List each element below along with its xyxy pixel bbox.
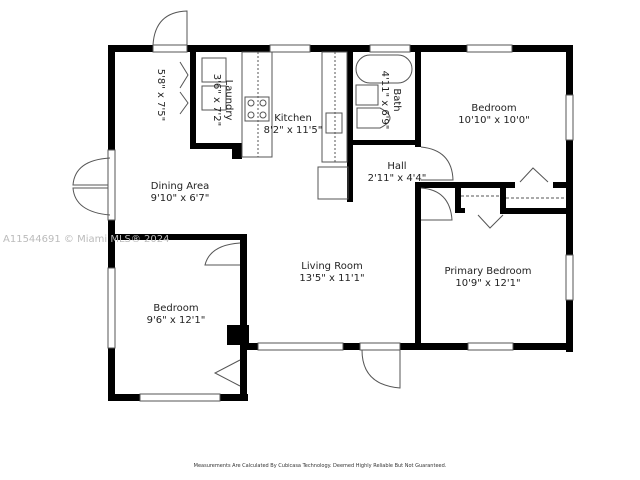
room-bedroom-sw: Bedroom 9'6" x 12'1" bbox=[147, 303, 206, 327]
room-hall: Hall 2'11" x 4'4" bbox=[368, 161, 427, 185]
window-east-2 bbox=[565, 254, 574, 301]
window-living-south bbox=[257, 342, 344, 351]
room-dims: 9'10" x 6'7" bbox=[150, 193, 210, 204]
window-bedroom-ne bbox=[466, 44, 513, 53]
room-dims: 8'2" x 11'5" bbox=[263, 125, 323, 136]
door-dining-west bbox=[107, 149, 116, 221]
room-name: Bath bbox=[391, 88, 402, 112]
window-sw-west bbox=[107, 267, 116, 349]
wall-right bbox=[566, 45, 573, 352]
room-dims: 3'6" x 7'2" bbox=[211, 73, 222, 127]
room-name: Living Room bbox=[301, 261, 363, 272]
wall-top bbox=[108, 45, 573, 52]
door-swing-front bbox=[361, 349, 401, 389]
room-dims: 4'11" x 6'9" bbox=[379, 70, 390, 130]
room-bath: Bath 4'11" x 6'9" bbox=[378, 71, 402, 130]
window-kitchen bbox=[269, 44, 311, 53]
room-bedroom-ne: Bedroom 10'10" x 10'0" bbox=[458, 103, 530, 127]
door-front bbox=[359, 342, 401, 351]
measurement-disclaimer: Measurements Are Calculated By Cubicasa … bbox=[193, 463, 447, 469]
room-name: Bedroom bbox=[153, 303, 199, 314]
room-closet: 5'8" x 7'5" bbox=[154, 69, 166, 121]
room-dining: Dining Area 9'10" x 6'7" bbox=[151, 181, 210, 205]
room-dims: 9'6" x 12'1" bbox=[146, 315, 206, 326]
mls-watermark: A11544691 © Miami MLS® 2024 bbox=[3, 234, 170, 245]
window-east-1 bbox=[565, 94, 574, 141]
window-bath bbox=[369, 44, 411, 53]
room-dims: 5'8" x 7'5" bbox=[155, 68, 166, 122]
room-name: Bedroom bbox=[471, 103, 517, 114]
room-name: Primary Bedroom bbox=[444, 266, 532, 277]
room-name: Dining Area bbox=[150, 181, 210, 192]
room-dims: 10'9" x 12'1" bbox=[455, 278, 521, 289]
room-name: Kitchen bbox=[274, 113, 312, 124]
room-laundry: Laundry 3'6" x 7'2" bbox=[210, 74, 234, 126]
room-kitchen: Kitchen 8'2" x 11'5" bbox=[264, 113, 323, 137]
room-living: Living Room 13'5" x 11'1" bbox=[299, 261, 364, 285]
room-primary-bedroom: Primary Bedroom 10'9" x 12'1" bbox=[444, 266, 531, 290]
window-sw-south bbox=[139, 393, 221, 402]
door-swing-top bbox=[152, 10, 188, 46]
window-primary-south bbox=[467, 342, 514, 351]
room-name: Hall bbox=[387, 161, 407, 172]
room-dims: 13'5" x 11'1" bbox=[299, 273, 365, 284]
room-name: Laundry bbox=[223, 79, 234, 121]
room-dims: 2'11" x 4'4" bbox=[367, 173, 427, 184]
room-dims: 10'10" x 10'0" bbox=[458, 115, 530, 126]
door-top-left bbox=[152, 44, 188, 53]
